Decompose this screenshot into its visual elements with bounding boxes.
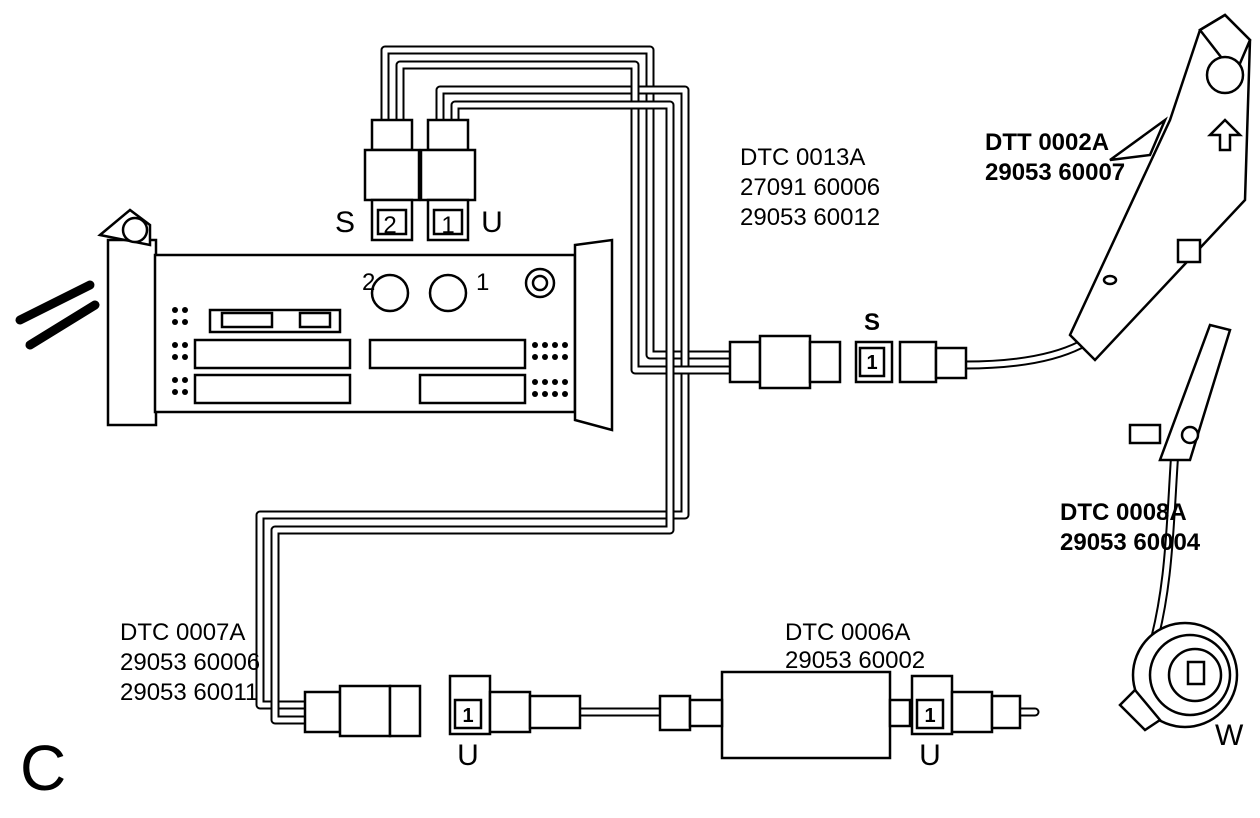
dtc0008a-clip bbox=[1128, 323, 1232, 462]
main-unit bbox=[97, 208, 614, 432]
port-1 bbox=[428, 273, 468, 313]
page-letter: C bbox=[20, 732, 66, 804]
dtc0008a-name: DTC 0008A bbox=[1060, 499, 1187, 526]
port-2 bbox=[370, 273, 410, 313]
dtc0013a-name: DTC 0013A bbox=[740, 144, 865, 171]
top-connectors bbox=[363, 118, 477, 242]
label-bottom-u-left: U bbox=[457, 739, 479, 772]
bottom-right-chain bbox=[910, 674, 1022, 736]
tag-bottom-1-left: 1 bbox=[462, 705, 473, 727]
port-2-label: 2 bbox=[362, 269, 375, 296]
dtc0013a-pn1: 27091 60006 bbox=[740, 174, 880, 201]
port-1-label: 1 bbox=[476, 269, 489, 296]
dtt0002a-name: DTT 0002A bbox=[985, 129, 1109, 156]
dtc0006a-name: DTC 0006A bbox=[785, 619, 910, 646]
dtc0013a-connector bbox=[728, 334, 968, 390]
label-right-s: S bbox=[864, 309, 880, 336]
dtc0007a-pn1: 29053 60006 bbox=[120, 649, 260, 676]
dtc0006a-pn: 29053 60002 bbox=[785, 647, 925, 674]
label-top-u: U bbox=[481, 206, 503, 239]
tag-top-2: 2 bbox=[383, 212, 396, 239]
label-w: W bbox=[1215, 719, 1244, 752]
dtc0013a-pn2: 29053 60012 bbox=[740, 204, 880, 231]
tag-right-1: 1 bbox=[866, 352, 877, 374]
tag-bottom-1-right: 1 bbox=[924, 705, 935, 727]
label-top-s: S bbox=[335, 206, 355, 239]
dtc0008a-pn: 29053 60004 bbox=[1060, 529, 1201, 556]
dtc0007a-pn2: 29053 60011 bbox=[120, 679, 258, 706]
dtc0008a-label: DTC 0008A 29053 60004 bbox=[1060, 499, 1201, 556]
w-round-connector bbox=[1118, 621, 1239, 732]
label-bottom-u-right: U bbox=[919, 739, 941, 772]
dtt0002a-clamp bbox=[1068, 13, 1252, 362]
dtt0002a-label: DTT 0002A 29053 60007 bbox=[985, 129, 1125, 186]
bottom-left-chain bbox=[303, 674, 582, 738]
dtc0013a-label: DTC 0013A 27091 60006 29053 60012 bbox=[740, 144, 880, 231]
dtc0007a-label: DTC 0007A 29053 60006 29053 60011 bbox=[120, 619, 260, 706]
tag-top-1: 1 bbox=[441, 212, 454, 239]
dtc0006a-label: DTC 0006A 29053 60002 bbox=[785, 619, 925, 674]
dtc0007a-name: DTC 0007A bbox=[120, 619, 245, 646]
dtt0002a-pn: 29053 60007 bbox=[985, 159, 1125, 186]
dtc0006a-box bbox=[658, 670, 912, 760]
